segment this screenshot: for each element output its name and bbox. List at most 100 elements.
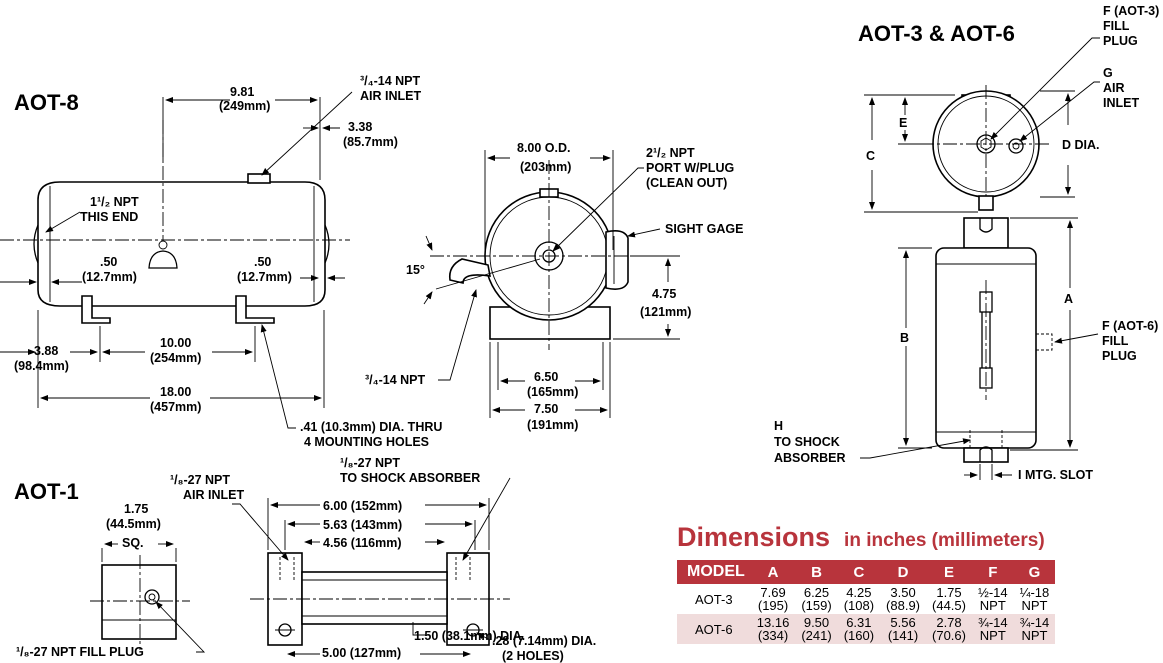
aot1-shock-npt: ¹/₈-27 NPT [340,456,400,470]
drain-npt-label: ³/₄-14 NPT [365,373,425,387]
dimension-cell: 13.16(334) [750,614,796,644]
dim-10-00-mm: (254mm) [150,351,201,365]
dim-sq: SQ. [122,536,144,550]
col-g: G [1013,560,1056,584]
dimension-cell: 6.31(160) [837,614,881,644]
dim-7-50-mm: (191mm) [527,418,578,432]
dim-0-28-holes: (2 HOLES) [502,649,564,663]
aot8-side-view: 9.81 (249mm) 3.38 (85.7mm) ³/₄-14 NPT AI… [0,74,442,449]
col-e: E [926,560,972,584]
dimension-cell: 1.75(44.5) [926,584,972,614]
aot8-title: AOT-8 [14,90,79,115]
dim-50-right: .50 [254,255,271,269]
dim-3-38: 3.38 [348,120,372,134]
sight-gage-label: SIGHT GAGE [665,222,743,236]
dim-4-56: 4.56 (116mm) [323,536,402,550]
dim-18-00: 18.00 [160,385,191,399]
dim-10-00: 10.00 [160,336,191,350]
g-label-2: AIR [1103,81,1125,95]
dimension-cell: 4.25(108) [837,584,881,614]
dimension-cell: 9.50(241) [795,614,838,644]
dim-d-dia: D DIA. [1062,138,1100,152]
dim-4-75: 4.75 [652,287,676,301]
dim-9-81: 9.81 [230,85,254,99]
dim-5-00: 5.00 (127mm) [322,646,401,660]
f-aot3-3: PLUG [1103,34,1138,48]
f-aot3-1: F (AOT-3) [1103,4,1159,18]
dimension-cell: 5.56(141) [880,614,927,644]
dim-18-00-mm: (457mm) [150,400,201,414]
f-aot6-2: FILL [1102,334,1129,348]
air-inlet-npt: ³/₄-14 NPT [360,74,420,88]
port-npt: 2¹/₂ NPT [646,146,695,160]
dim-6-50: 6.50 [534,370,558,384]
aot1-views: 1.75 (44.5mm) SQ. ¹/₈-27 NPT FILL PLUG 6… [16,456,596,663]
dimension-cell: 6.25(159) [795,584,838,614]
aot1-shock-label: TO SHOCK ABSORBER [340,471,480,485]
f-aot3-2: FILL [1103,19,1130,33]
dim-c: C [866,149,875,163]
model-cell: AOT-6 [677,614,751,644]
mounting-holes-1: .41 (10.3mm) DIA. THRU [300,420,442,434]
air-inlet-label: AIR INLET [360,89,421,103]
dim-0-28-dia: .28 (7.14mm) DIA. [492,634,596,648]
f-aot6-1: F (AOT-6) [1102,319,1158,333]
dimensions-header-row: MODEL A B C D E F G [677,560,1056,584]
aot1-title: AOT-1 [14,479,79,504]
col-b: B [795,560,838,584]
dim-6-50-mm: (165mm) [527,385,578,399]
col-model: MODEL [677,560,751,584]
f-aot6-3: PLUG [1102,349,1137,363]
mtg-slot-label: I MTG. SLOT [1018,468,1093,482]
aot1-air-npt: ¹/₈-27 NPT [170,473,230,487]
angle-15: 15° [406,263,425,277]
dim-5-63: 5.63 (143mm) [323,518,402,532]
dim-50-left-mm: (12.7mm) [82,270,137,284]
dimensions-subtitle: in inches (millimeters) [844,530,1045,551]
npt-this-end-2: THIS END [80,210,138,224]
dim-8-00-od-mm: (203mm) [520,160,571,174]
dim-3-88-mm: (98.4mm) [14,359,69,373]
mounting-holes-2: 4 MOUNTING HOLES [304,435,429,449]
col-c: C [837,560,881,584]
port-plug: PORT W/PLUG [646,161,734,175]
aot8-end-view: 8.00 O.D. (203mm) 2¹/₂ NPT PORT W/PLUG (… [365,141,743,432]
dimensions-title: Dimensions [677,522,831,552]
dim-b: B [900,331,909,345]
h-label-2: TO SHOCK [774,435,840,449]
h-label-1: H [774,419,783,433]
aot1-air-label: AIR INLET [183,488,244,502]
fill-plug-label: ¹/₈-27 NPT FILL PLUG [16,645,144,659]
dimension-cell: 7.69(195) [750,584,796,614]
dim-1-50-dia: 1.50 (38.1mm) DIA. [414,629,525,643]
dim-4-75-mm: (121mm) [640,305,691,319]
h-label-3: ABSORBER [774,451,846,465]
aot36-title: AOT-3 & AOT-6 [858,21,1015,46]
dimensions-heading: Dimensions in inches (millimeters) [677,522,1045,553]
dim-a: A [1064,292,1073,306]
dim-1-75: 1.75 [124,502,148,516]
dim-9-81-mm: (249mm) [219,99,270,113]
dim-50-left: .50 [100,255,117,269]
dim-6-00: 6.00 (152mm) [323,499,402,513]
dim-1-75-mm: (44.5mm) [106,517,161,531]
port-clean-out: (CLEAN OUT) [646,176,727,190]
dimension-cell: 3.50(88.9) [880,584,927,614]
col-d: D [880,560,927,584]
dim-3-38-mm: (85.7mm) [343,135,398,149]
npt-this-end-1: 1¹/₂ NPT [90,195,139,209]
dim-e: E [899,116,907,130]
dim-50-right-mm: (12.7mm) [237,270,292,284]
col-a: A [750,560,796,584]
g-label-3: INLET [1103,96,1139,110]
dim-8-00-od: 8.00 O.D. [517,141,571,155]
aot36-views: C E D DIA. F (AOT-3) FILL PLUG G AIR INL… [774,4,1159,482]
dimension-cell: 2.78(70.6) [926,614,972,644]
dim-3-88: 3.88 [34,344,58,358]
